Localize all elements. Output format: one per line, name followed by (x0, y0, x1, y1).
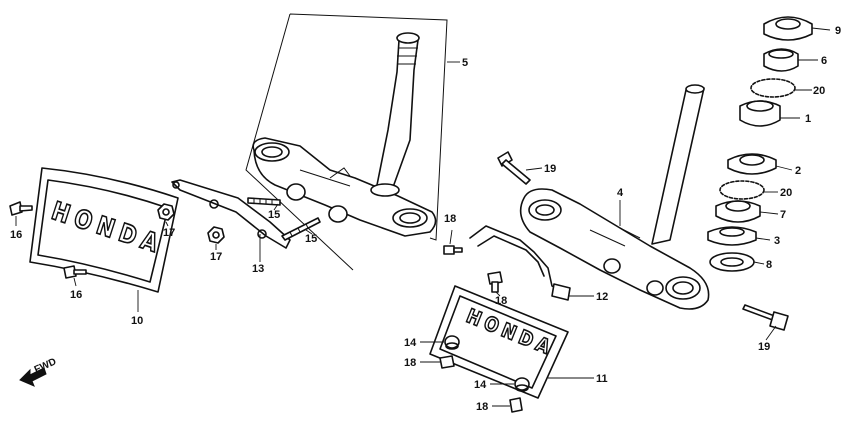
label-20-upper: 20 (813, 85, 825, 97)
bottom-ball-race-2 (727, 153, 777, 175)
label-2: 2 (795, 165, 801, 177)
label-19-lower: 19 (758, 341, 770, 353)
leader-lines (15, 27, 831, 407)
top-ball-race-1 (739, 100, 781, 127)
bolt-19-lower (742, 304, 789, 331)
grommet-14-a (444, 335, 460, 350)
label-4: 4 (617, 187, 624, 199)
grommet-14-b (514, 377, 530, 392)
label-20-lower: 20 (780, 187, 792, 199)
label-15-lower: 15 (305, 233, 317, 245)
fork-bridge-part (519, 84, 710, 310)
dust-seal-3 (707, 226, 757, 246)
callout-numbers: 9 6 20 1 2 20 7 3 8 5 4 19 19 12 11 13 1… (10, 25, 841, 413)
bolt-16-lower (63, 265, 87, 279)
adjusting-nut-9 (763, 16, 813, 41)
label-5: 5 (462, 57, 468, 69)
emblem-plate-left: HONDA (29, 167, 179, 293)
screw-18-a (443, 245, 463, 255)
label-14-b: 14 (474, 379, 487, 391)
label-12: 12 (596, 291, 608, 303)
group-5-frame (245, 13, 448, 271)
screw-18-b (487, 271, 503, 293)
label-19-upper: 19 (544, 163, 556, 175)
label-18-b: 18 (495, 295, 507, 307)
label-7: 7 (780, 209, 786, 221)
bolt-16-upper (9, 201, 33, 216)
label-14-a: 14 (404, 337, 417, 349)
label-15-upper: 15 (268, 209, 280, 221)
screw-18-d (509, 397, 523, 413)
wire-bracket-part (469, 225, 571, 301)
forward-arrow-icon (19, 367, 47, 387)
nut-17-lower (207, 226, 225, 244)
label-13: 13 (252, 263, 264, 275)
bottom-cone-race-7 (715, 200, 761, 223)
label-6: 6 (821, 55, 827, 67)
label-11: 11 (596, 373, 608, 385)
emblem-bracket-part (171, 179, 291, 249)
steering-stem-part (252, 32, 437, 237)
bolt-15-lower (281, 217, 321, 241)
screw-18-c (439, 355, 455, 369)
label-9: 9 (835, 25, 841, 37)
steel-ball-20-lower (719, 180, 765, 200)
washer-8 (709, 252, 755, 272)
label-17-upper: 17 (163, 227, 175, 239)
nut-17-upper (157, 203, 175, 221)
label-18-d: 18 (476, 401, 488, 413)
label-10: 10 (131, 315, 143, 327)
label-18-c: 18 (404, 357, 416, 369)
top-cone-race-6 (763, 48, 799, 72)
label-16-upper: 16 (10, 229, 22, 241)
bolt-19-upper (497, 151, 531, 185)
label-16-lower: 16 (70, 289, 82, 301)
label-3: 3 (774, 235, 780, 247)
label-1: 1 (805, 113, 811, 125)
label-18-a: 18 (444, 213, 456, 225)
steel-ball-20-upper (750, 78, 796, 98)
label-17-lower: 17 (210, 251, 222, 263)
forward-arrow: FWD (19, 356, 58, 387)
label-8: 8 (766, 259, 772, 271)
bolt-15-upper (247, 197, 281, 206)
